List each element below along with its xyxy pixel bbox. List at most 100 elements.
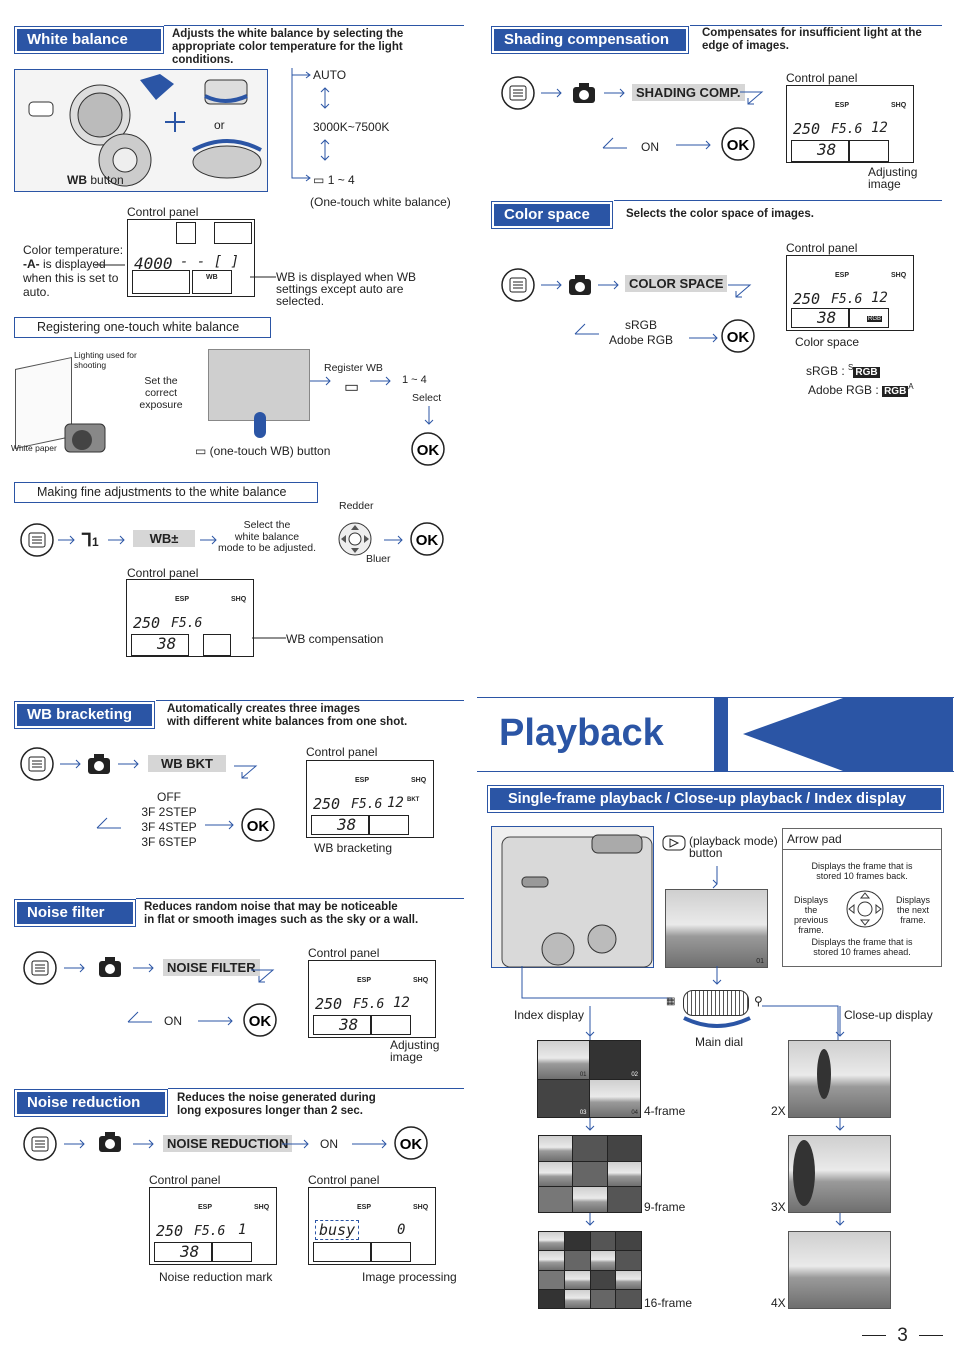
ok-button-icon[interactable]: OK [411, 432, 445, 466]
wb-bkt-option-off[interactable]: OFF [157, 790, 181, 804]
thumbnail[interactable] [539, 1289, 564, 1308]
lcd-fnum: F5.6 [171, 616, 203, 631]
thumbnail[interactable]: 03 [538, 1079, 589, 1117]
thumbnail[interactable] [590, 1251, 616, 1270]
return-arrow-icon [574, 323, 599, 335]
main-dial-icon[interactable] [683, 990, 749, 1016]
ok-button-icon[interactable]: OK [721, 127, 755, 161]
divider [136, 898, 464, 899]
zoom-icon: ⚲ [754, 994, 763, 1008]
lcd-shutter: 250 [793, 120, 821, 138]
arrow-icon [205, 820, 234, 830]
menu-button-icon[interactable] [23, 951, 57, 985]
lcd-seg [311, 815, 369, 835]
shading-title: Shading compensation [494, 29, 686, 51]
thumbnail[interactable] [607, 1187, 641, 1212]
thumbnail[interactable] [590, 1289, 616, 1308]
thumbnail[interactable] [616, 1251, 641, 1270]
thumbnail[interactable]: 01 [538, 1041, 589, 1079]
ok-button-icon[interactable]: OK [243, 1003, 277, 1037]
thumbnail[interactable] [590, 1232, 616, 1251]
thumbnail[interactable] [573, 1187, 607, 1212]
arrow-icon [541, 88, 562, 98]
playback-mode-button-icon[interactable] [662, 835, 686, 851]
return-arrow-icon [234, 765, 258, 779]
color-space-control-panel: ESP SHQ 250 F5.6 12 38 RGB [786, 255, 914, 331]
select-label: Select [412, 392, 442, 404]
thumbnail[interactable] [539, 1161, 573, 1187]
arrow-icon [133, 963, 154, 973]
lcd-seg [313, 1015, 371, 1035]
wb-bkt-option-2step[interactable]: 3F 2STEP [141, 805, 197, 819]
callout-line [250, 276, 276, 278]
thumbnail[interactable] [616, 1289, 641, 1308]
ok-button-icon[interactable]: OK [721, 319, 755, 353]
thumbnail[interactable]: 02 [589, 1041, 640, 1079]
menu-button-icon[interactable] [20, 523, 54, 557]
thumbnail[interactable] [539, 1187, 573, 1212]
nr-control-panel-label-2: Control panel [308, 1173, 380, 1187]
flow-arrows [310, 376, 391, 386]
arrow-icon [598, 280, 619, 290]
arrow-pad-icon[interactable] [845, 889, 885, 929]
arrow-icon [282, 1139, 309, 1149]
arrow-pad-box: Arrow pad Displays the frame that is sto… [782, 828, 942, 967]
fine-adjust-header: Making fine adjustments to the white bal… [14, 482, 318, 503]
lcd-seg [791, 308, 849, 328]
thumbnail[interactable] [616, 1232, 641, 1251]
arrow-icon [384, 535, 403, 545]
thumbnail[interactable] [573, 1136, 607, 1161]
noise-filter-on: ON [164, 1014, 182, 1028]
thumbnail[interactable] [590, 1270, 616, 1289]
wb-bkt-option-6step[interactable]: 3F 6STEP [141, 835, 197, 849]
dial-rotate-arrows [683, 1016, 751, 1028]
lcd-seg [131, 634, 189, 656]
white-paper-label: White paper [11, 443, 57, 453]
thumbnail[interactable] [607, 1161, 641, 1187]
color-space-title: Color space [494, 204, 610, 226]
sixteen-frame-label: 16-frame [644, 1296, 693, 1310]
thumbnail[interactable] [564, 1232, 590, 1251]
lcd-remain: 38 [180, 1242, 200, 1261]
menu-button-icon[interactable] [501, 76, 535, 110]
thumbnail[interactable] [564, 1251, 590, 1270]
thumbnail[interactable] [539, 1270, 564, 1289]
white-balance-header: White balance [14, 26, 164, 54]
banner-bar [714, 698, 728, 771]
svg-text:OK: OK [249, 1013, 272, 1030]
frame-number: 01 [756, 958, 764, 965]
return-arrow-icon [602, 137, 627, 149]
color-space-adobe-option[interactable]: Adobe RGB [609, 333, 674, 347]
thumbnail[interactable]: 04 [589, 1079, 640, 1117]
thumbnail[interactable] [616, 1270, 641, 1289]
thumbnail[interactable] [564, 1289, 590, 1308]
one-touch-icon: ▭ [344, 379, 360, 396]
menu-button-icon[interactable] [501, 268, 535, 302]
four-frame-label: 4-frame [644, 1104, 686, 1118]
wb-bkt-option-4step[interactable]: 3F 4STEP [141, 820, 197, 834]
banner-arrow-icon [743, 698, 953, 771]
thumbnail[interactable] [539, 1232, 564, 1251]
ok-button-icon[interactable]: OK [394, 1126, 428, 1160]
one-touch-wb-button-label: ▭ (one-touch WB) button [195, 444, 331, 458]
noise-reduction-tag: NOISE REDUCTION [163, 1135, 293, 1152]
menu-button-icon[interactable] [20, 747, 54, 781]
thumbnail[interactable] [607, 1136, 641, 1161]
divider [614, 200, 942, 201]
thumbnail[interactable] [539, 1136, 573, 1161]
menu-button-icon[interactable] [23, 1127, 57, 1161]
arrow-pad-title: Arrow pad [783, 829, 941, 850]
white-balance-desc: Adjusts the white balance by selecting t… [172, 28, 404, 66]
arrow-pad-icon[interactable] [338, 522, 372, 556]
color-space-srgb-option[interactable]: sRGB [625, 318, 658, 332]
thumbnail[interactable] [539, 1251, 564, 1270]
bkt-control-panel: ESP SHQ 250 F5.6 12 BKT 38 [306, 760, 434, 838]
ok-button-icon[interactable]: OK [241, 808, 275, 842]
thumbnail[interactable] [564, 1270, 590, 1289]
ok-button-icon[interactable]: OK [410, 522, 444, 556]
callout-line [252, 637, 286, 639]
custom-tab-icon: ⅂1 [82, 530, 99, 550]
thumbnail[interactable] [573, 1161, 607, 1187]
